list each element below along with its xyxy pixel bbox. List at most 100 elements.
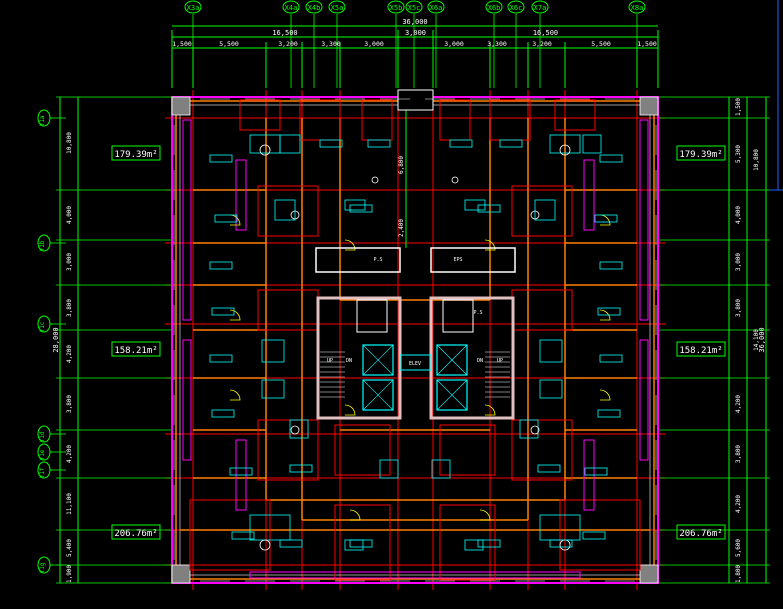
axis-label-Y1f: Y1f bbox=[39, 467, 46, 478]
core-label-eps: EPS bbox=[453, 257, 462, 263]
dim-text-top-detail: 3,300 bbox=[487, 40, 507, 48]
elevator-cross bbox=[362, 379, 394, 411]
dim-text-top-detail: 3,000 bbox=[364, 40, 384, 48]
furniture-fixture bbox=[582, 134, 602, 154]
room-tag bbox=[289, 464, 313, 473]
axis-bubble-X5c bbox=[405, 0, 423, 14]
room-tag bbox=[597, 409, 621, 418]
wall-fragment-magenta bbox=[182, 119, 192, 321]
dim-text-top-detail: 1,500 bbox=[172, 40, 192, 48]
furniture-fixture bbox=[274, 199, 296, 221]
dim-text-center: 6,800 bbox=[398, 156, 405, 174]
axis-label-X6c: X6c bbox=[510, 4, 523, 12]
room-tag bbox=[349, 539, 373, 548]
elevator-car bbox=[362, 344, 394, 376]
room-tag bbox=[594, 214, 618, 223]
dim-text-top-detail: 3,300 bbox=[321, 40, 341, 48]
axis-label-X3a: X3a bbox=[187, 4, 200, 12]
room-tag bbox=[209, 261, 233, 270]
room-outline bbox=[511, 185, 573, 237]
dim-text-right: 3,000 bbox=[735, 253, 742, 271]
fixture-circle bbox=[371, 176, 379, 184]
area-text-w: 158.21m² bbox=[114, 346, 157, 356]
room-tag bbox=[209, 354, 233, 363]
core-label-dn: DN bbox=[477, 358, 483, 364]
door-swing bbox=[344, 404, 356, 416]
dim-text-left: 11,100 bbox=[66, 493, 73, 515]
area-text-sw: 206.76m² bbox=[114, 529, 157, 539]
dim-text-right: 10,800 bbox=[753, 149, 760, 171]
room-outline bbox=[554, 99, 596, 131]
fixture-circle bbox=[259, 539, 271, 551]
dim-text-left: 1,900 bbox=[66, 565, 73, 583]
dim-text-left: 3,800 bbox=[66, 395, 73, 413]
furniture-fixture bbox=[261, 339, 285, 363]
furniture-fixture bbox=[431, 459, 451, 479]
axis-label-X4b: X4b bbox=[308, 4, 321, 12]
room-tag bbox=[319, 139, 343, 148]
elevator-cross bbox=[436, 379, 468, 411]
axis-label-Y1e: Y1e bbox=[39, 449, 46, 460]
dim-text-top-detail: 3,200 bbox=[532, 40, 552, 48]
room-outline bbox=[239, 99, 281, 131]
area-box-se bbox=[676, 524, 726, 540]
room-outline bbox=[334, 424, 391, 476]
fixture-circle bbox=[530, 425, 540, 435]
furniture-fixture bbox=[534, 199, 556, 221]
door-swing bbox=[229, 389, 241, 401]
room-tag bbox=[477, 539, 501, 548]
axis-bubble-X8a bbox=[628, 0, 646, 14]
elevator-cross bbox=[362, 344, 394, 376]
door-swing bbox=[349, 509, 361, 521]
fixture-circle bbox=[530, 210, 540, 220]
furniture-fixture bbox=[549, 134, 581, 154]
axis-bubble-X3a bbox=[184, 0, 202, 14]
dim-text-top-detail: 1,500 bbox=[637, 40, 657, 48]
axis-label-X4a: X4a bbox=[285, 4, 298, 12]
dim-text-left: 10,800 bbox=[66, 132, 73, 154]
furniture-fixture bbox=[539, 339, 563, 363]
furniture-fixture bbox=[279, 134, 301, 154]
room-tag bbox=[499, 139, 523, 148]
dim-text-right: 5,300 bbox=[735, 145, 742, 163]
axis-label-X5a: X5a bbox=[331, 4, 344, 12]
fixture-circle bbox=[290, 210, 300, 220]
top-notch bbox=[397, 89, 434, 111]
dim-text-left: 4,200 bbox=[66, 445, 73, 463]
elevator-cross bbox=[436, 344, 468, 376]
dim-text-right: 5,600 bbox=[735, 539, 742, 557]
dim-text-right: 4,000 bbox=[735, 206, 742, 224]
core-label-dn: DN bbox=[346, 358, 352, 364]
dim-text-right: 1,500 bbox=[735, 98, 742, 116]
room-tag bbox=[209, 154, 233, 163]
door-swing bbox=[229, 309, 241, 321]
room-tag bbox=[549, 539, 573, 548]
room-tag bbox=[367, 139, 391, 148]
door-swing bbox=[344, 239, 356, 251]
room-tag bbox=[211, 409, 235, 418]
axis-label-X5b: X5b bbox=[390, 4, 403, 12]
wall-fragment-magenta bbox=[583, 159, 595, 231]
axis-label-Y1g: Y1g bbox=[39, 562, 46, 573]
dim-text-right: 4,200 bbox=[735, 395, 742, 413]
room-tag bbox=[477, 204, 501, 213]
dim-text-right: 3,800 bbox=[735, 299, 742, 317]
fixture-circle bbox=[451, 176, 459, 184]
elevator-car bbox=[436, 344, 468, 376]
corner-column bbox=[171, 564, 191, 584]
room-outline bbox=[559, 499, 641, 571]
axis-bubble-X7a bbox=[531, 0, 549, 14]
dim-text-right: 4,200 bbox=[735, 495, 742, 513]
room-tag bbox=[449, 139, 473, 148]
area-text-ne: 179.39m² bbox=[679, 150, 722, 160]
dim-text-left: 3,800 bbox=[66, 299, 73, 317]
room-tag bbox=[599, 261, 623, 270]
dim-text-top-detail: 3,200 bbox=[278, 40, 298, 48]
furniture-fixture bbox=[539, 379, 563, 399]
axis-label-Y1c: Y1c bbox=[39, 321, 46, 332]
dim-text-center: 2,400 bbox=[398, 219, 405, 237]
wall-fragment-magenta bbox=[182, 339, 192, 461]
